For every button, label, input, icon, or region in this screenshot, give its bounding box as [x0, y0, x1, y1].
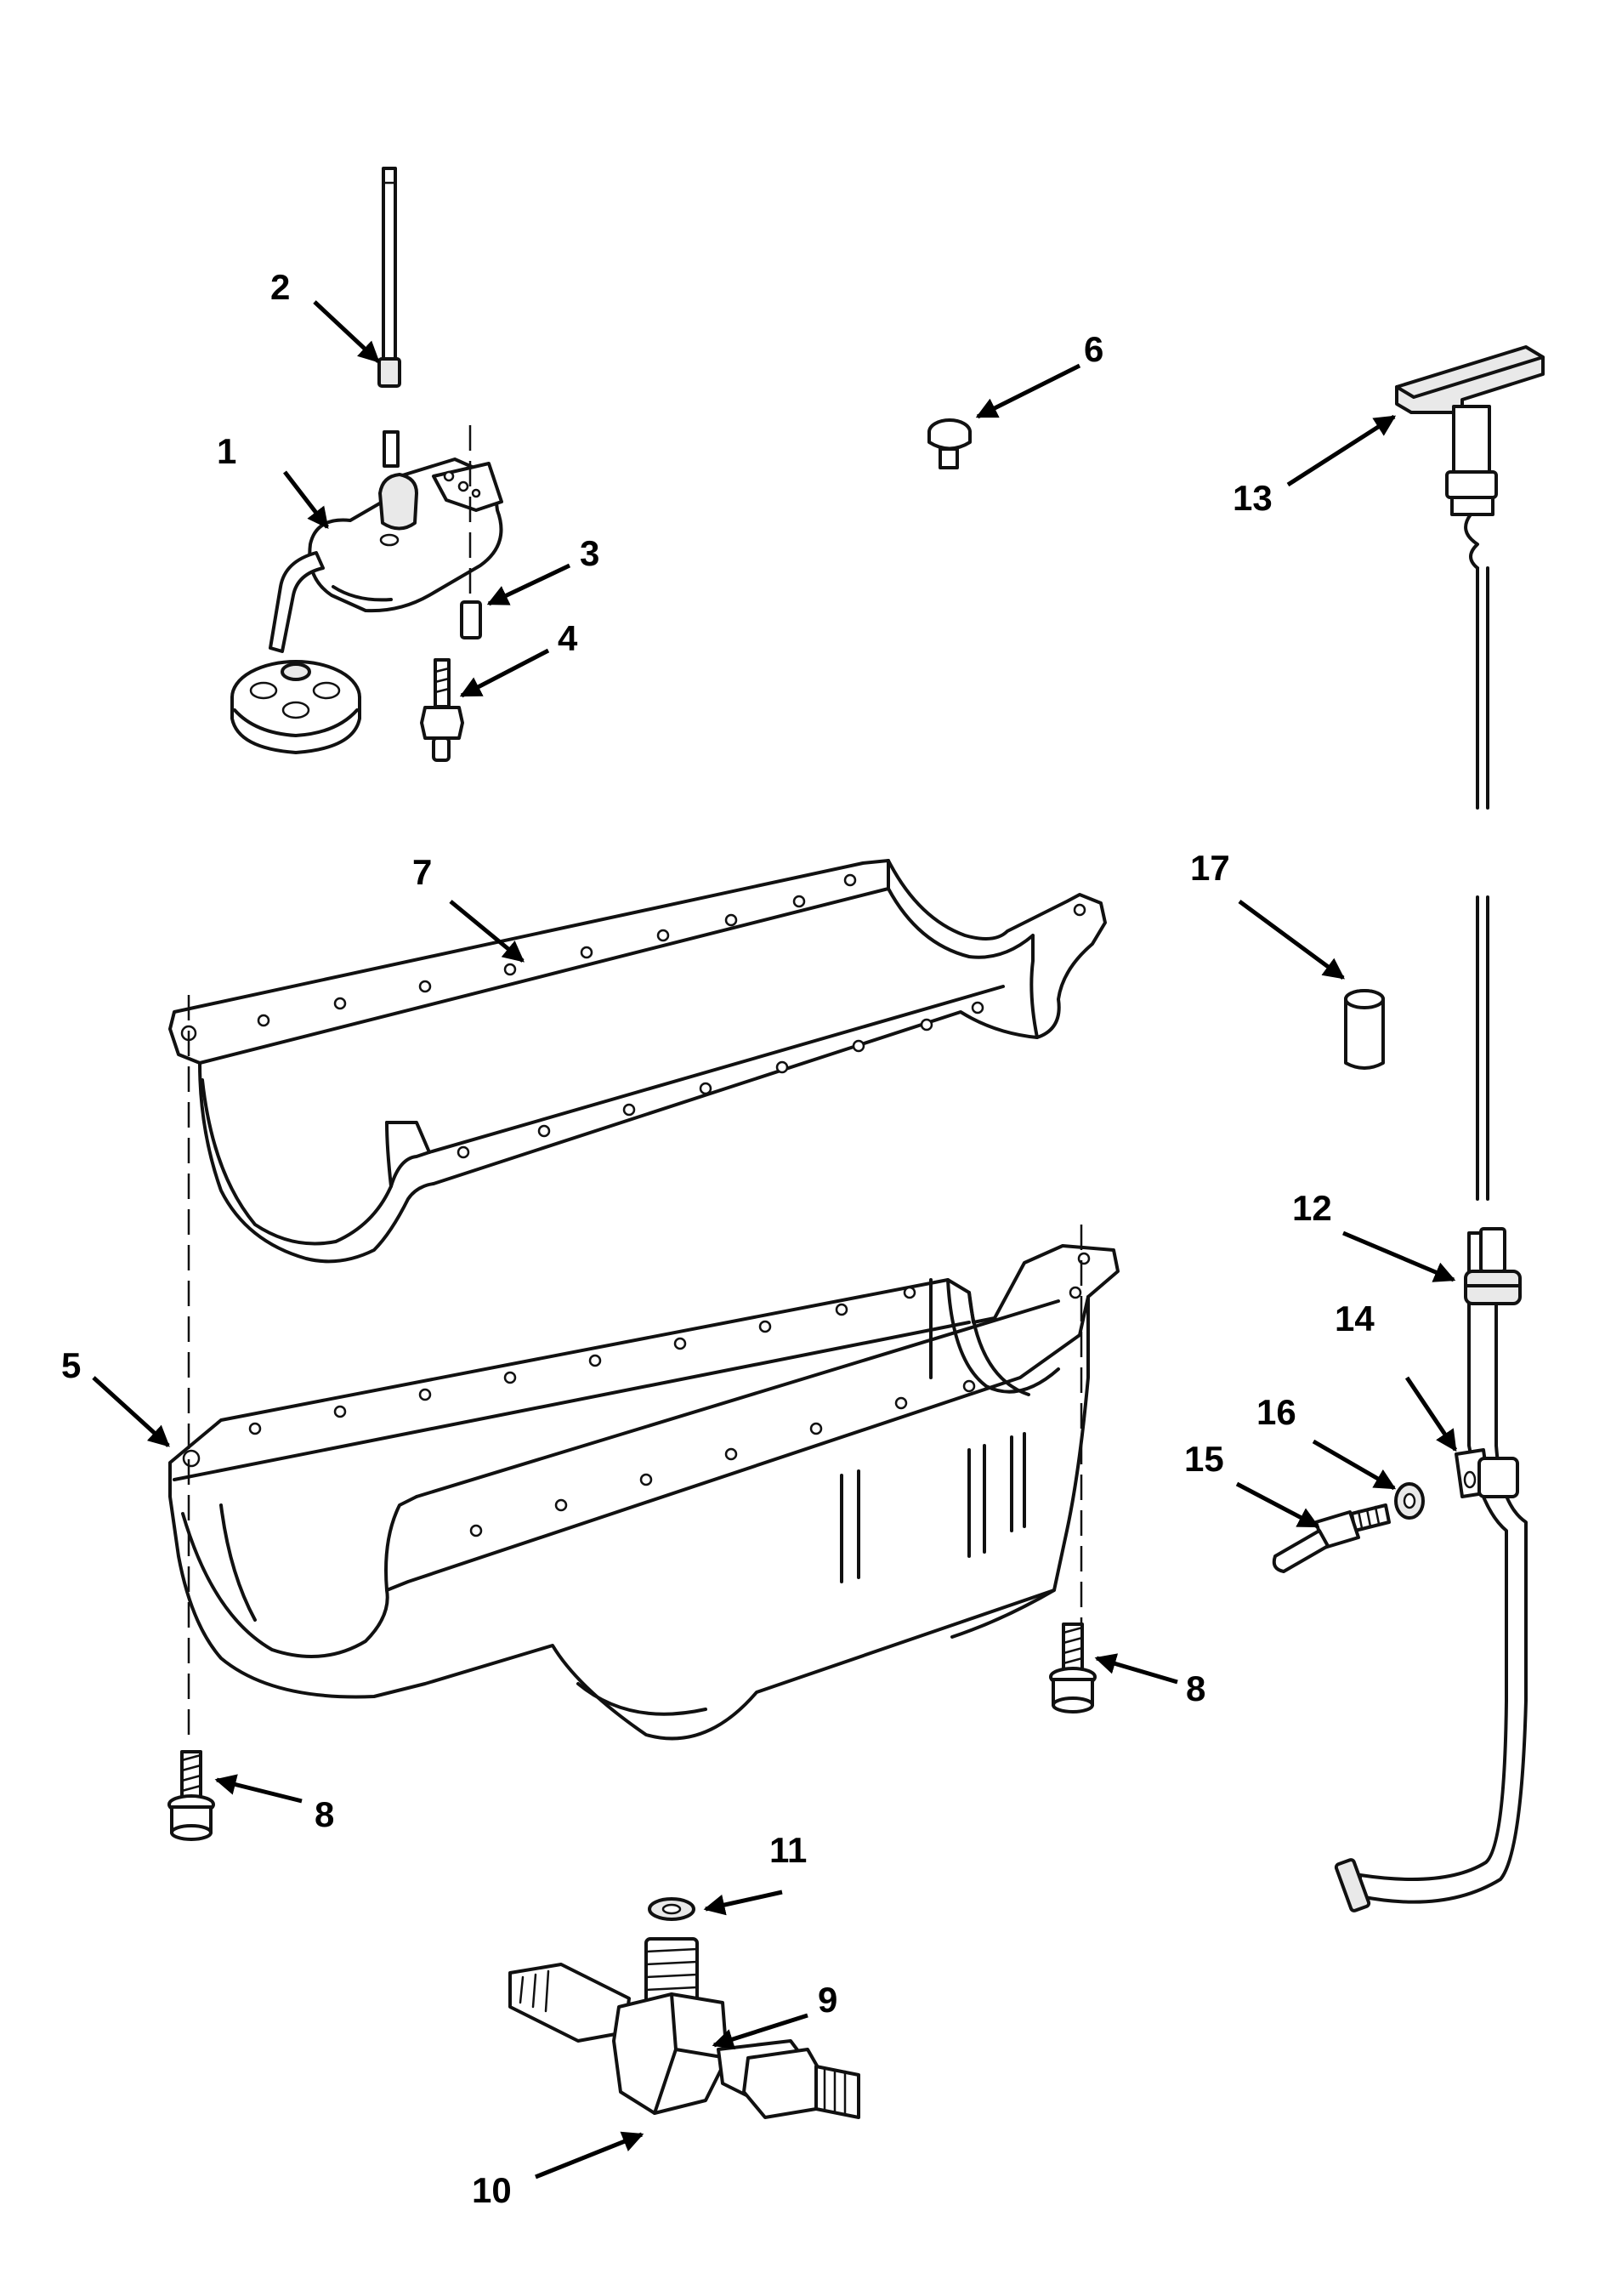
callout-6: 6	[1084, 329, 1103, 369]
dipstick	[1395, 345, 1545, 1201]
callout-10: 10	[472, 2170, 512, 2210]
drive-shaft-coupling	[377, 357, 401, 388]
callout-3: 3	[580, 533, 599, 573]
pan-plug	[927, 418, 972, 469]
callout-8-left: 8	[315, 1794, 334, 1834]
dowel-pin	[460, 600, 482, 639]
dipstick-tube	[1334, 1231, 1528, 1912]
seal-washer	[648, 1897, 695, 1921]
callout-9: 9	[818, 1980, 837, 2020]
leader-lines	[92, 300, 1458, 2179]
tube-grommet	[1464, 1227, 1522, 1305]
tube-sleeve	[1344, 989, 1385, 1070]
callout-7: 7	[412, 852, 432, 892]
callout-4: 4	[558, 618, 578, 658]
callout-5: 5	[61, 1345, 81, 1385]
callout-17: 17	[1190, 848, 1230, 888]
callout-13: 13	[1233, 478, 1273, 518]
callout-labels: 1 2 3 4 5 6 7 8 8 9 10 11 12 13 14 15 16…	[61, 267, 1375, 2210]
callout-1: 1	[217, 431, 236, 471]
oil-pump-drive-shaft	[382, 167, 397, 361]
oil-pump	[230, 430, 503, 754]
oil-pan	[168, 1244, 1120, 1741]
tee-fitting	[508, 1937, 860, 2119]
callout-14: 14	[1335, 1299, 1375, 1338]
pan-bolt-right	[1049, 1623, 1097, 1713]
callout-12: 12	[1292, 1188, 1332, 1228]
callout-2: 2	[270, 267, 290, 307]
tube-bracket	[1455, 1448, 1519, 1498]
callout-15: 15	[1184, 1439, 1224, 1479]
pan-gasket	[168, 859, 1107, 1264]
callout-16: 16	[1256, 1392, 1296, 1432]
callout-11: 11	[769, 1830, 807, 1870]
bracket-bolt	[1272, 1503, 1391, 1573]
pump-stud	[420, 658, 464, 762]
pan-bolt-left	[167, 1750, 215, 1841]
callout-8-right: 8	[1186, 1668, 1205, 1708]
washer	[1394, 1482, 1425, 1520]
